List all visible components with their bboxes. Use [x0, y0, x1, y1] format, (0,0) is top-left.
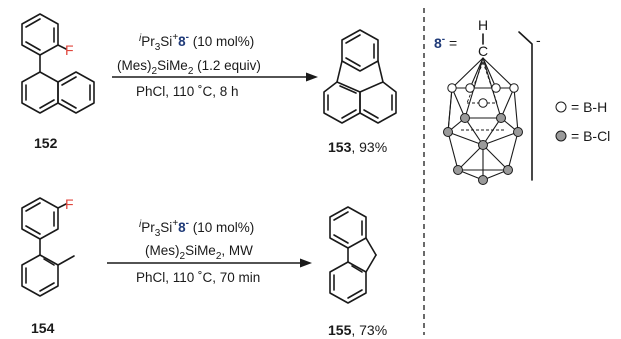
cage-apex-hydrogen: H	[478, 17, 488, 33]
fluorine-atom-154: F	[65, 196, 74, 212]
compound-label-152: 152	[34, 135, 58, 151]
product-label-155: 155, 73%	[328, 322, 387, 338]
structure-154	[21, 197, 75, 297]
cage-bracket	[518, 31, 533, 181]
legend-bcl-text: = B-Cl	[571, 128, 610, 144]
reaction1-arrowhead	[306, 72, 318, 82]
reaction2-condition-catalyst: iPr3Si+8- (10 mol%)	[139, 218, 254, 239]
legend-bh-text: = B-H	[571, 99, 607, 115]
reaction1-condition-solvent: PhCl, 110 ˚C, 8 h	[136, 84, 239, 99]
structure-153	[323, 29, 397, 124]
reaction2-condition-silane: (Mes)2SiMe2, MW	[145, 243, 253, 262]
structure-155	[329, 206, 377, 304]
anion-definition: 8- =	[434, 34, 457, 51]
product-label-153: 153, 93%	[328, 139, 387, 155]
cage-apex-carbon: C	[478, 43, 488, 59]
cage-charge: -	[536, 32, 541, 48]
compound-label-154: 154	[31, 320, 55, 336]
reaction2-condition-solvent: PhCl, 110 ˚C, 70 min	[136, 270, 260, 285]
reaction1-condition-silane: (Mes)2SiMe2 (1.2 equiv)	[117, 58, 261, 77]
structure-152	[21, 13, 95, 114]
reaction2-arrowhead	[300, 258, 312, 268]
fluorine-atom-152: F	[65, 42, 74, 58]
reaction1-condition-catalyst: iPr3Si+8- (10 mol%)	[139, 32, 254, 53]
legend-bcl: = B-Cl	[555, 128, 610, 144]
carborane-cage	[443, 57, 523, 185]
legend-bh: = B-H	[555, 99, 607, 115]
